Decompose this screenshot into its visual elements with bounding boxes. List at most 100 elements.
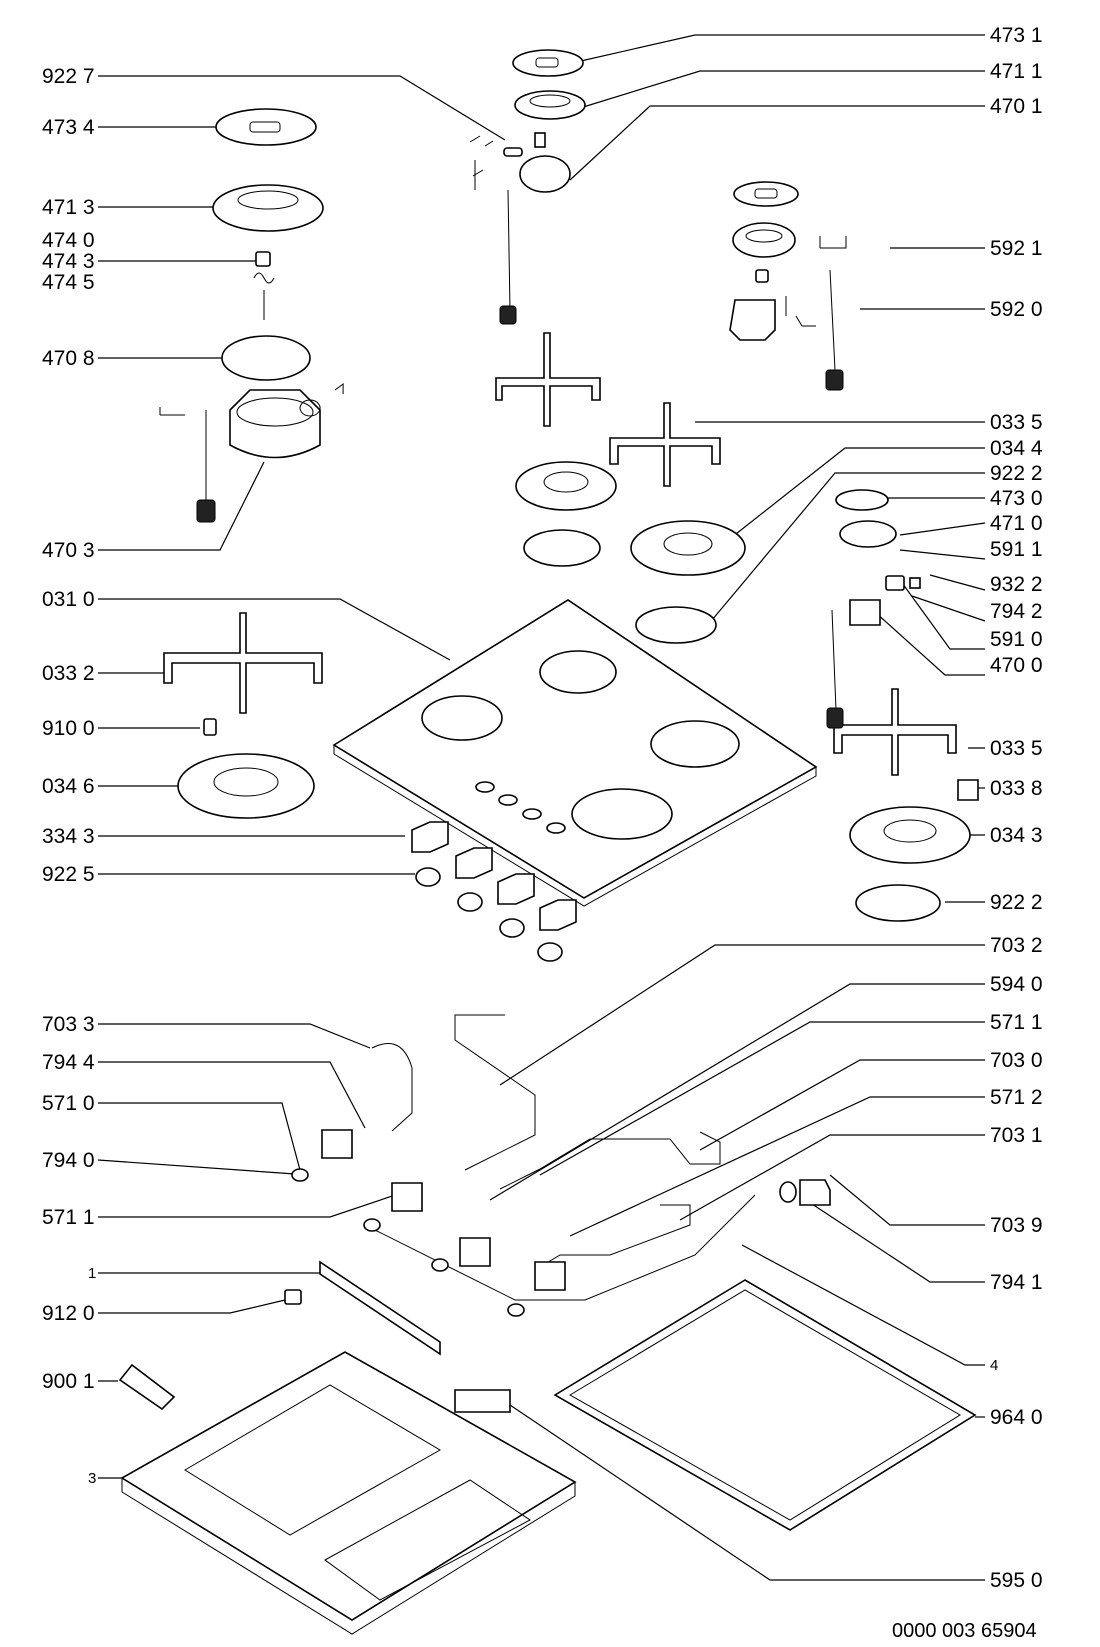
leader-471-0: [899, 522, 986, 536]
leader-470-0: [874, 611, 985, 676]
leader-591-0: [899, 579, 985, 650]
callout-033-5-bottom: 033 5: [990, 737, 1043, 760]
callout-794-2: 794 2: [990, 600, 1043, 623]
callout-703-9: 703 9: [990, 1214, 1043, 1237]
clip-900-1: [118, 1363, 176, 1411]
callout-591-0: 591 0: [990, 628, 1043, 651]
control-knobs: [411, 821, 577, 962]
callout-922-2-top: 922 2: [990, 462, 1043, 485]
callout-794-1: 794 1: [990, 1271, 1043, 1294]
callout-470-8: 470 8: [42, 347, 95, 370]
injector-910-0: [203, 718, 217, 736]
callout-571-2: 571 2: [990, 1086, 1043, 1109]
leader-922-2-top: [711, 472, 985, 621]
callout-703-0: 703 0: [990, 1049, 1043, 1072]
leader-794-2: [911, 595, 986, 622]
burner-cup-mid-right: [630, 520, 746, 644]
callout-034-6: 034 6: [42, 775, 95, 798]
callout-470-1: 470 1: [990, 95, 1043, 118]
leader-4: [741, 1244, 985, 1366]
callout-473-4: 473 4: [42, 116, 95, 139]
leader-794-0: [97, 1159, 296, 1175]
pan-support-top-center: [495, 332, 601, 427]
leader-703-1: [679, 1134, 985, 1221]
leader-794-4: [98, 1061, 366, 1129]
callout-912-0: 912 0: [42, 1302, 95, 1325]
leader-571-1-right: [539, 1021, 985, 1176]
callout-794-4: 794 4: [42, 1051, 95, 1074]
callout-334-3: 334 3: [42, 825, 95, 848]
leader-470-1: [569, 105, 985, 181]
leader-595-0: [509, 1404, 985, 1581]
seal-964-0: [553, 1279, 977, 1531]
screw-912-0: [284, 1289, 302, 1305]
leader-034-4: [721, 447, 985, 546]
gas-valves: [291, 1129, 566, 1317]
leader-794-1: [805, 1199, 985, 1283]
leader-912-0: [98, 1299, 286, 1314]
callout-571-1-right: 571 1: [990, 1011, 1043, 1034]
burner-small-top-center: [469, 49, 586, 325]
gas-pipes: [371, 1014, 831, 1301]
burner-cup-left: [177, 753, 315, 819]
leader-571-1-left: [98, 1189, 411, 1218]
pan-support-left: [163, 612, 323, 714]
callout-964-0: 964 0: [990, 1406, 1043, 1429]
callout-703-2: 703 2: [990, 934, 1043, 957]
callout-592-1: 592 1: [990, 237, 1043, 260]
callout-571-1-left: 571 1: [42, 1206, 95, 1229]
leader-703-3: [98, 1023, 371, 1049]
leader-473-1: [571, 34, 985, 64]
leader-471-1: [579, 70, 985, 109]
leader-031-0: [98, 598, 451, 661]
callout-932-2: 932 2: [990, 573, 1043, 596]
callout-910-0: 910 0: [42, 717, 95, 740]
burner-top-right: [729, 181, 847, 391]
callout-595-0: 595 0: [990, 1569, 1043, 1592]
leader-571-2: [569, 1096, 985, 1237]
callout-034-3: 034 3: [990, 824, 1043, 847]
callout-033-8: 033 8: [990, 777, 1043, 800]
callout-474-3: 474 3: [42, 250, 95, 273]
callout-471-1: 471 1: [990, 60, 1043, 83]
callout-1: 1: [88, 1265, 96, 1282]
support-bracket: [319, 1260, 441, 1356]
callout-591-1: 591 1: [990, 538, 1043, 561]
callout-794-0: 794 0: [42, 1149, 95, 1172]
callout-922-2-bottom: 922 2: [990, 891, 1043, 914]
leader-703-0: [699, 1059, 985, 1151]
callout-4: 4: [990, 1357, 998, 1374]
callout-033-5-top: 033 5: [990, 411, 1043, 434]
burner-cup-right: [849, 806, 971, 922]
leader-932-2: [929, 574, 986, 591]
leader-571-0: [98, 1102, 301, 1171]
callout-470-3: 470 3: [42, 539, 95, 562]
leader-594-0: [489, 983, 985, 1201]
burner-large-top-left: [159, 108, 344, 523]
leader-703-2: [499, 944, 985, 1086]
callout-470-0: 470 0: [990, 654, 1043, 677]
callout-473-1: 473 1: [990, 24, 1043, 47]
callout-922-5: 922 5: [42, 863, 95, 886]
callout-031-0: 031 0: [42, 588, 95, 611]
callout-922-7: 922 7: [42, 65, 95, 88]
callout-033-2: 033 2: [42, 662, 95, 685]
callout-703-3: 703 3: [42, 1013, 95, 1036]
burner-small-right: [826, 489, 921, 729]
burner-cup-top-center: [515, 461, 617, 567]
right-callouts: 473 1 471 1 470 1 592 1 592 0 033 5 034 …: [489, 24, 1043, 1592]
callout-474-5: 474 5: [42, 271, 95, 294]
callout-592-0: 592 0: [990, 298, 1043, 321]
ignition-module: [454, 1389, 511, 1413]
leader-470-3: [98, 461, 265, 551]
drawing-reference-number: 0000 003 65904: [892, 1620, 1037, 1642]
pan-support-right: [833, 688, 957, 776]
base-tray: [120, 1351, 577, 1635]
leader-703-9: [829, 1174, 985, 1226]
injector-033-8: [957, 779, 979, 801]
callout-473-0: 473 0: [990, 487, 1043, 510]
callout-571-0: 571 0: [42, 1092, 95, 1115]
callout-034-4: 034 4: [990, 437, 1043, 460]
hob-top-plate: [332, 599, 818, 907]
